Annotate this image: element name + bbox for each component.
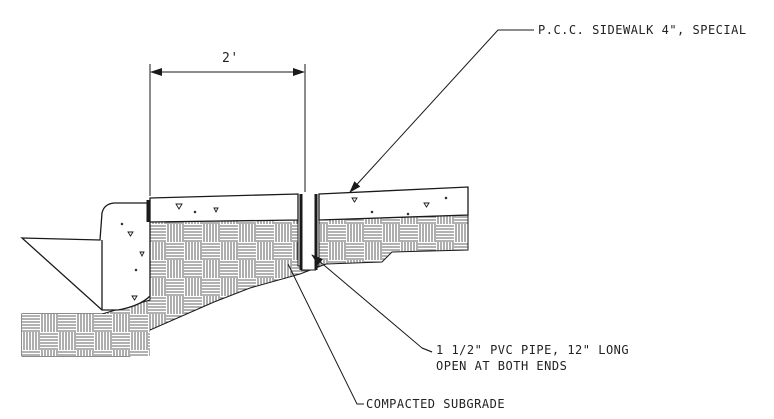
subgrade-lower-band xyxy=(22,314,150,356)
sidewalk-slab-right xyxy=(318,186,469,221)
leader-subgrade xyxy=(287,263,364,405)
concrete-aggregate-marks xyxy=(120,196,448,301)
dimension-label: 2' xyxy=(222,51,239,66)
pvc-pipe xyxy=(301,194,316,270)
callout-subgrade: COMPACTED SUBGRADE xyxy=(366,397,505,411)
callout-pipe-line1: 1 1/2" PVC PIPE, 12" LONG xyxy=(436,343,629,357)
dimension-2ft xyxy=(149,64,306,196)
callout-pipe-line2: OPEN AT BOTH ENDS xyxy=(436,359,567,373)
curb-section xyxy=(20,202,151,311)
leader-pvc-pipe xyxy=(311,254,433,353)
leader-sidewalk xyxy=(349,29,534,193)
sidewalk-slab-left xyxy=(149,193,299,223)
callout-sidewalk: P.C.C. SIDEWALK 4", SPECIAL xyxy=(538,23,747,37)
